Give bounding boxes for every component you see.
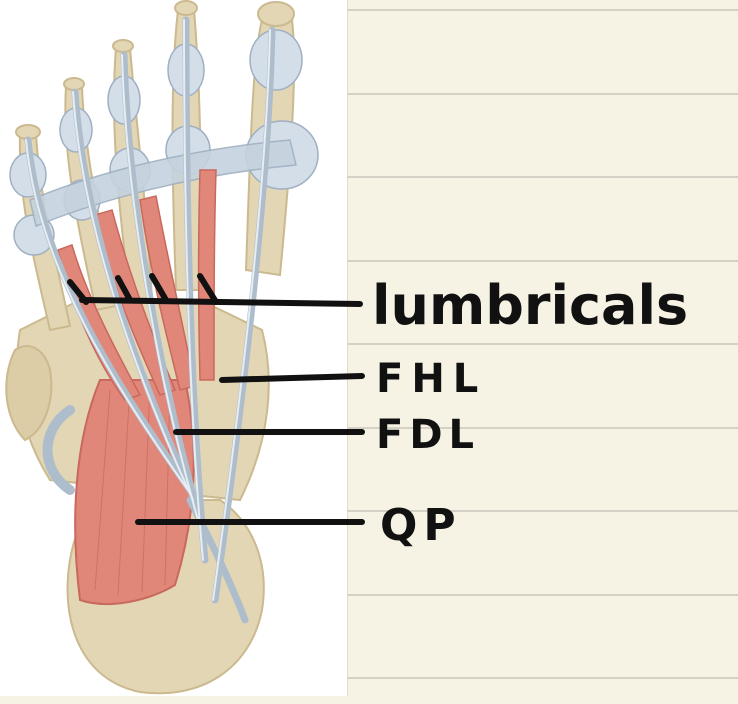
lined-notebook-paper xyxy=(347,0,738,704)
label-fhl: FHL xyxy=(376,356,486,402)
cuboid-bone xyxy=(5,345,53,442)
lumbricals-tick-1 xyxy=(67,279,89,305)
annotation-pointer-lines xyxy=(67,273,365,525)
lumbricals-tick-2 xyxy=(115,275,133,303)
label-qp: QP xyxy=(380,500,462,551)
fhl-pointer-line xyxy=(219,373,365,383)
notebook-ruled-lines xyxy=(347,9,738,679)
quadratus-plantae-fibers xyxy=(94,384,171,596)
lumbricals-tick-4 xyxy=(197,273,219,305)
tendon-sheath xyxy=(42,405,75,495)
label-fdl: FDL xyxy=(376,412,480,458)
label-lumbricals: lumbricals xyxy=(372,274,688,337)
foot-anatomy-illustration-icon xyxy=(5,0,319,695)
lumbricals-pointer-line xyxy=(79,297,363,307)
paper-bottom-strip xyxy=(0,696,738,704)
lumbricals-tick-3 xyxy=(149,273,169,303)
